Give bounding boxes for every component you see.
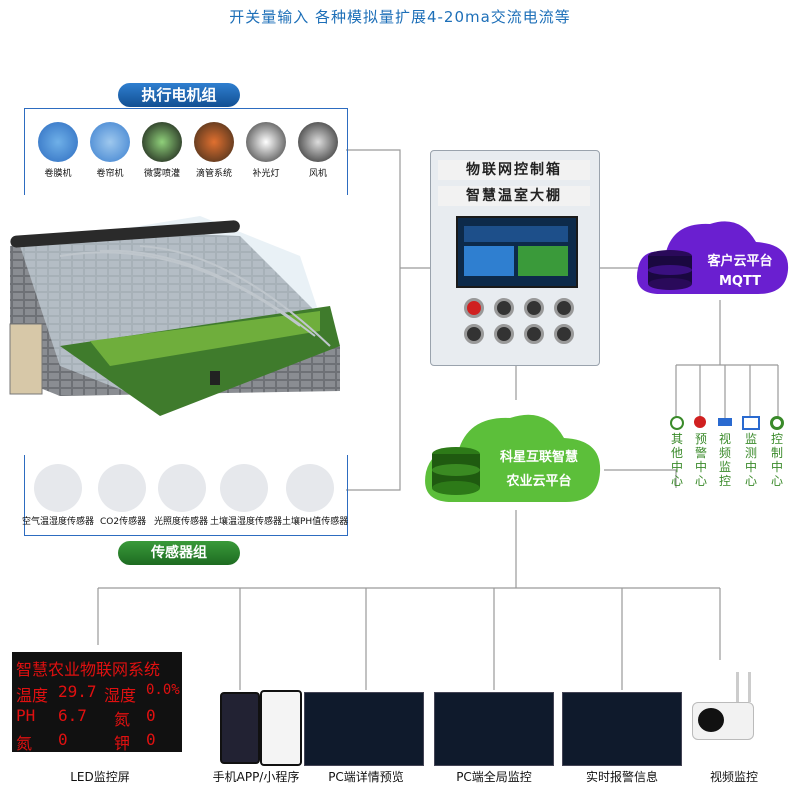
led-hum-value: 0.0%: [146, 682, 180, 698]
control-button[interactable]: [464, 324, 484, 344]
sensor-group-frame: [24, 455, 348, 536]
led-p-value: 0: [58, 730, 68, 749]
page-title: 开关量输入 各种模拟量扩展4-20ma交流电流等: [229, 8, 571, 26]
output-label-led: LED监控屏: [70, 770, 130, 784]
led-p-label: 氮: [16, 734, 33, 753]
center-label-1: 预警中心: [694, 432, 707, 488]
led-n-value: 0: [146, 706, 156, 725]
co2-sensor-icon: [98, 464, 146, 512]
led-hum-label: 湿度: [104, 686, 137, 705]
sensor-label-4: 土壤PH值传感器: [282, 517, 349, 527]
mist-sprinkler-icon: [142, 122, 182, 162]
actuator-list: 卷膜机 卷帘机 微雾喷灌 滴管系统 补光灯 风机: [30, 122, 340, 182]
fan-icon: [298, 122, 338, 162]
security-camera-icon: [688, 672, 768, 752]
led-k-label: 钾: [114, 734, 131, 753]
control-button[interactable]: [494, 298, 514, 318]
sensor-list: 空气温湿度传感器 CO2传感器 光照度传感器 土壤温湿度传感器 土壤PH值传感器: [22, 462, 349, 532]
actuator-group-frame: [24, 108, 348, 195]
actuator-label-4: 补光灯: [252, 169, 280, 179]
monitor-icon: [742, 416, 760, 430]
gear-icon: [670, 416, 684, 430]
agri-cloud-icon: [425, 414, 601, 502]
center-label-4: 控制中心: [770, 432, 783, 488]
actuator-label-3: 滴管系统: [195, 169, 232, 179]
output-label-pc-detail: PC端详情预览: [328, 770, 404, 784]
actuator-label-0: 卷膜机: [44, 169, 72, 179]
agri-cloud-title: 科星互联智慧: [499, 450, 578, 465]
sensor-label-1: CO2传感器: [100, 517, 147, 527]
soil-ph-sensor-icon: [286, 464, 334, 512]
led-n-label: 氮: [114, 710, 131, 729]
alert-icon: [694, 416, 706, 428]
led-screen: [12, 652, 182, 752]
center-label-3: 监测中心: [744, 432, 757, 488]
sensor-group-label: 传感器组: [118, 541, 240, 565]
control-box-title: 物联网控制箱: [438, 160, 590, 180]
output-label-video: 视频监控: [709, 770, 758, 784]
center-label-0: 其他中心: [670, 432, 683, 488]
control-box-buttons: [456, 296, 576, 346]
air-temp-humidity-sensor-icon: [34, 464, 82, 512]
customer-cloud-icon: [636, 221, 789, 294]
sensor-label-3: 土壤温湿度传感器: [210, 517, 283, 527]
led-temp-value: 29.7: [58, 682, 97, 701]
sensor-label-2: 光照度传感器: [154, 517, 209, 527]
soil-temp-humidity-sensor-icon: [220, 464, 268, 512]
center-label-2: 视频监控: [718, 432, 731, 488]
control-button[interactable]: [524, 324, 544, 344]
customer-cloud-protocol: MQTT: [718, 274, 762, 289]
mobile-app-screens: [220, 690, 302, 766]
led-temp-label: 温度: [16, 686, 49, 705]
film-roller-icon: [38, 122, 78, 162]
actuator-group-label: 执行电机组: [118, 83, 240, 107]
agri-cloud-subtitle: 农业云平台: [506, 474, 572, 489]
pc-detail-screenshot: [304, 692, 424, 766]
control-button[interactable]: [464, 298, 484, 318]
alarm-screenshot: [562, 692, 682, 766]
output-label-alarm: 实时报警信息: [585, 770, 658, 784]
actuator-label-5: 风机: [308, 169, 327, 179]
led-ph-label: PH: [16, 706, 36, 725]
customer-cloud-title: 客户云平台: [707, 254, 773, 269]
curtain-roller-icon: [90, 122, 130, 162]
drip-system-icon: [194, 122, 234, 162]
grow-light-icon: [246, 122, 286, 162]
control-button[interactable]: [524, 298, 544, 318]
actuator-label-1: 卷帘机: [96, 169, 124, 179]
greenhouse-illustration: [9, 216, 340, 416]
control-button[interactable]: [554, 324, 574, 344]
camera-icon: [718, 418, 732, 426]
control-button[interactable]: [494, 324, 514, 344]
target-icon: [770, 416, 784, 430]
center-list: 其他中心 预警中心 视频监控 监测中心 控制中心: [666, 416, 786, 496]
sensor-label-0: 空气温湿度传感器: [22, 517, 95, 527]
control-box-subtitle: 智慧温室大棚: [438, 186, 590, 206]
output-label-pc-global: PC端全局监控: [456, 770, 532, 784]
led-ph-value: 6.7: [58, 706, 87, 725]
pc-global-screenshot: [434, 692, 554, 766]
actuator-label-2: 微雾喷灌: [143, 169, 180, 179]
control-box-screen: [456, 216, 578, 288]
led-k-value: 0: [146, 730, 156, 749]
led-title: 智慧农业物联网系统: [16, 660, 161, 679]
control-button[interactable]: [554, 298, 574, 318]
light-sensor-icon: [158, 464, 206, 512]
output-label-mobile: 手机APP/小程序: [212, 770, 300, 784]
